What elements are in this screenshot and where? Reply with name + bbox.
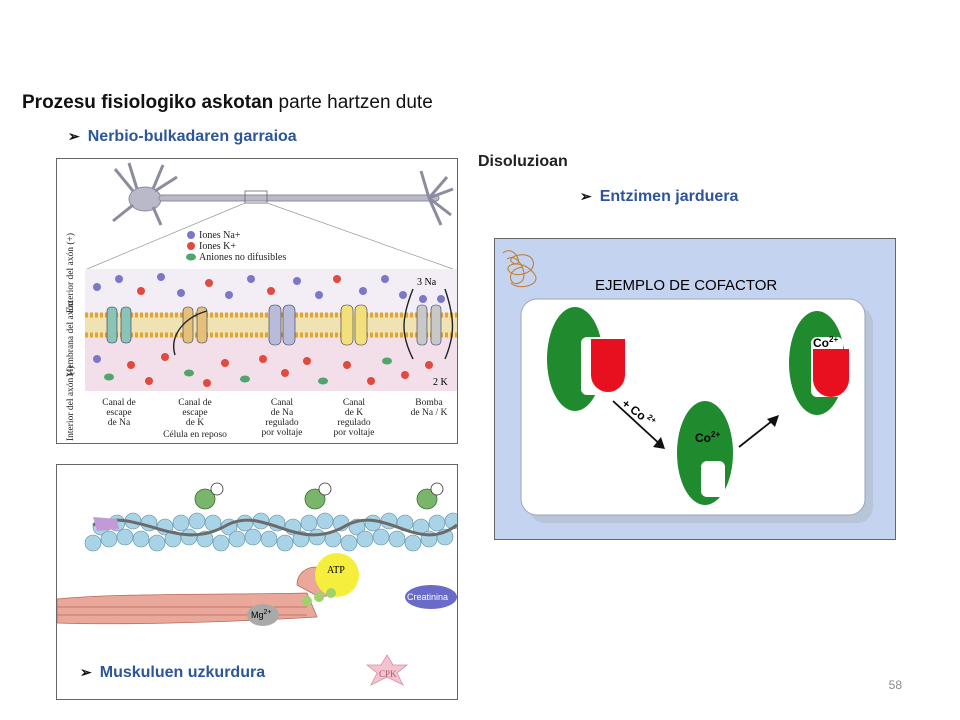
- ion-legend: Iones Na+ Iones K+ Aniones no difusibles: [186, 230, 286, 263]
- arrow-bullet-icon: ➢: [580, 188, 592, 204]
- muscle-fiber-icon: [57, 566, 337, 625]
- protein-squiggle-icon: [502, 250, 537, 288]
- myosin-head-icons: [194, 482, 444, 510]
- pump-bottom-label: 2 K: [433, 377, 449, 388]
- caption-k-leak-1: Canal de: [178, 398, 212, 408]
- outside-ions: [93, 273, 445, 303]
- muscle-contraction-figure: ATP Creatinina Mg2+ CPK: [56, 464, 458, 700]
- bullet-nerve: ➢ Nerbio-bulkadaren garraioa: [68, 128, 297, 146]
- actin-filament: [84, 512, 457, 552]
- legend-na: Iones Na+: [199, 230, 241, 241]
- bullet-enzyme-label: Entzimen jarduera: [599, 188, 739, 205]
- legend-anion: Aniones no difusibles: [199, 252, 286, 263]
- cofactor-diagram: EJEMPLO DE COFACTOR + Co2+ Co2+ Co2+: [502, 250, 873, 523]
- caption-pump-2: de Na / K: [411, 408, 448, 418]
- na-leak-channel-icon: [106, 306, 132, 344]
- arrow-add-cofactor: [612, 400, 664, 448]
- tropomyosin-strand: [92, 518, 457, 537]
- enzyme-with-substrate-icon: [547, 307, 625, 411]
- k-leak-channel-icon: [182, 306, 208, 344]
- bullet-muscle: ➢ Muskuluen uzkurdura: [78, 664, 268, 682]
- neuron-icon: [112, 162, 454, 226]
- cpk-label: CPK: [379, 669, 397, 679]
- k-voltage-channel-icon: [340, 304, 368, 346]
- title-bold: Prozesu fisiologiko askotan: [22, 92, 274, 113]
- channel-captions: Canal de escape de Na Canal de escape de…: [102, 398, 447, 440]
- cofactor-ion-label-middle: Co2+: [695, 430, 720, 445]
- caption-k-volt-2: de K: [345, 408, 363, 418]
- na-k-pump-icon: [403, 288, 454, 360]
- muscle-diagram: ATP Creatinina Mg2+ CPK: [57, 482, 457, 686]
- caption-na-leak-2: escape: [106, 408, 131, 418]
- side-label-exterior: Exterior del axón (+): [65, 233, 76, 313]
- troponin-icon: [93, 517, 119, 531]
- creatine-label: Creatinina: [407, 592, 448, 602]
- cpk-star-icon: [365, 654, 409, 686]
- k-ion-icon: [187, 242, 195, 250]
- arrow-head-icon: [653, 437, 665, 449]
- side-label-interior: Interior del axón (-): [65, 366, 76, 441]
- creatine-molecule-icon: [405, 585, 457, 609]
- side-label-membrane: Membrana del axón: [66, 301, 76, 377]
- legend-k: Iones K+: [199, 241, 236, 252]
- atp-label: ATP: [327, 565, 345, 576]
- arrow-head-icon: [767, 415, 779, 427]
- cofactor-ion-label-right: Co2+: [813, 335, 838, 350]
- k-flow-arrow: [173, 310, 208, 356]
- slide-title: Prozesu fisiologiko askotan parte hartze…: [22, 92, 433, 114]
- caption-resting-cell: Célula en reposo: [163, 430, 227, 440]
- bullet-muscle-label: Muskuluen uzkurdura: [99, 664, 266, 681]
- slide-number: 58: [888, 678, 902, 692]
- arrow-bullet-icon: ➢: [68, 128, 80, 144]
- caption-na-volt-3: regulado: [265, 418, 298, 428]
- nerve-impulse-figure: Iones Na+ Iones K+ Aniones no difusibles: [56, 158, 458, 444]
- caption-na-volt-2: de Na: [271, 408, 294, 418]
- caption-na-volt-4: por voltaje: [262, 428, 303, 438]
- na-ion-icon: [187, 231, 195, 239]
- pump-top-label: 3 Na: [417, 277, 437, 288]
- active-enzyme-icon: [789, 311, 849, 415]
- side-labels: Exterior del axón (+) Membrana del axón …: [65, 233, 76, 441]
- cofactor-title: EJEMPLO DE COFACTOR: [595, 277, 777, 294]
- inside-ions: [93, 353, 433, 387]
- caption-na-leak-3: de Na: [108, 418, 131, 428]
- nerve-membrane-diagram: Iones Na+ Iones K+ Aniones no difusibles: [65, 162, 457, 441]
- phosphate-icons: [302, 588, 336, 606]
- anion-icon: [186, 253, 196, 261]
- caption-k-leak-3: de K: [186, 418, 204, 428]
- na-voltage-channel-icon: [268, 304, 296, 346]
- caption-k-leak-2: escape: [182, 408, 207, 418]
- enzyme-with-cofactor-icon: [677, 401, 733, 505]
- caption-k-volt-4: por voltaje: [334, 428, 375, 438]
- title-rest: parte hartzen dute: [273, 92, 433, 113]
- caption-na-leak-1: Canal de: [102, 398, 136, 408]
- caption-k-volt-3: regulado: [337, 418, 370, 428]
- caption-na-volt-1: Canal: [271, 398, 294, 408]
- arrow-bullet-icon: ➢: [80, 664, 92, 680]
- caption-pump-1: Bomba: [415, 398, 443, 408]
- subheading: Disoluzioan: [478, 153, 568, 170]
- atp-molecule-icon: [315, 553, 359, 597]
- cofactor-figure: EJEMPLO DE COFACTOR + Co2+ Co2+ Co2+: [494, 238, 896, 540]
- bullet-enzyme: ➢ Entzimen jarduera: [580, 188, 738, 206]
- mg-label: Mg2+: [251, 609, 272, 620]
- mg-ion-icon: [247, 604, 279, 626]
- caption-k-volt-1: Canal: [343, 398, 366, 408]
- bullet-nerve-label: Nerbio-bulkadaren garraioa: [87, 128, 297, 145]
